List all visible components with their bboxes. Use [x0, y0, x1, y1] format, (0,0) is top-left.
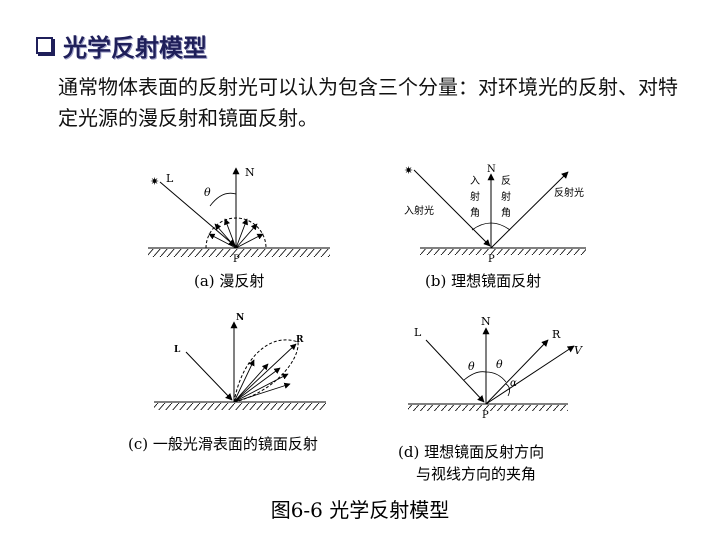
label-in-angle-1: 入	[470, 176, 480, 187]
label-N: N	[481, 315, 491, 328]
title-row: 光学反射模型	[36, 28, 207, 63]
sun-icon: ✷	[150, 175, 159, 188]
diagram-diffuse: ✷ L N θ P	[148, 166, 330, 265]
caption-c: (c) 一般光滑表面的镜面反射	[128, 435, 318, 453]
caption-a: (a) 漫反射	[194, 272, 265, 290]
intro-paragraph: 通常物体表面的反射光可以认为包含三个分量：对环境光的反射、对特定光源的漫反射和镜…	[58, 75, 678, 130]
theta-arc	[209, 192, 237, 207]
label-R: R	[552, 328, 561, 341]
surface-hatch	[408, 405, 568, 411]
label-out-angle-3: 角	[501, 207, 511, 219]
label-theta-left: θ	[468, 360, 475, 373]
view-ray	[485, 345, 575, 405]
label-theta: θ	[204, 186, 211, 199]
label-in-angle-2: 射	[470, 191, 480, 203]
label-N: N	[245, 166, 255, 179]
reflected-ray	[490, 171, 569, 249]
specular-rays	[233, 343, 297, 403]
incident-ray	[425, 339, 485, 403]
label-L: L	[166, 172, 174, 185]
bullet-box-icon	[36, 37, 53, 54]
caption-b: (b) 理想镜面反射	[425, 272, 542, 290]
label-theta-right: θ	[496, 358, 503, 371]
surface-hatch	[154, 403, 326, 410]
incident-ray	[413, 169, 491, 247]
diagram-specular-glossy: L N R	[154, 313, 326, 410]
label-out-angle-1: 反	[501, 175, 511, 187]
diagram-reflection-view-angle: L N R V θ θ α P	[408, 315, 583, 421]
label-out-angle-2: 射	[501, 191, 511, 203]
reflected-ray	[485, 339, 549, 405]
label-P: P	[482, 410, 489, 421]
surface-hatch	[420, 249, 586, 255]
figure-caption: 图6-6 光学反射模型	[270, 498, 450, 522]
theta-arc-left	[463, 371, 487, 381]
incident-ray	[159, 181, 236, 247]
label-N: N	[236, 313, 244, 323]
specular-lobe	[233, 339, 299, 403]
caption-d-line2: 与视线方向的夹角	[416, 465, 537, 483]
label-incident: 入射光	[404, 204, 434, 217]
label-L: L	[174, 345, 181, 355]
angle-arc	[471, 222, 511, 231]
sun-icon: ✷	[404, 164, 413, 177]
label-reflected: 反射光	[554, 186, 584, 199]
theta-arc-right	[485, 371, 507, 383]
label-V: V	[574, 344, 583, 357]
label-L: L	[414, 326, 422, 339]
alpha-arc	[505, 383, 510, 397]
diagram-specular-ideal: ✷ N 入射光 反射光 入 射 角 反 射 角 P	[404, 164, 586, 265]
caption-d-line1: (d) 理想镜面反射方向	[398, 443, 545, 461]
label-N: N	[487, 164, 496, 175]
label-P: P	[488, 254, 495, 265]
label-R: R	[296, 335, 304, 345]
incident-ray	[185, 351, 233, 401]
diffuse-rays	[208, 218, 264, 249]
page-title: 光学反射模型	[63, 34, 207, 62]
label-alpha: α	[510, 378, 517, 389]
label-P: P	[233, 254, 240, 265]
surface-hatch	[148, 249, 330, 257]
label-in-angle-3: 角	[470, 207, 480, 219]
